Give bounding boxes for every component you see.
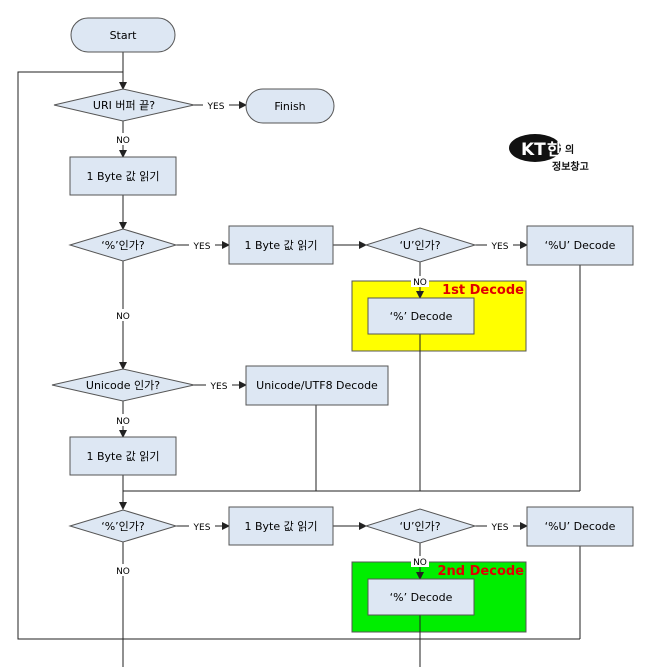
u-decision-1: ‘U’인가?	[364, 227, 477, 263]
no-label: NO	[116, 417, 130, 427]
finish-node: Finish	[245, 88, 335, 124]
percent-decode-box-1: ‘%’ Decode	[367, 297, 475, 335]
read-byte-box-3: 1 Byte 값 읽기	[69, 436, 177, 476]
first-decode-label: 1st Decode	[442, 283, 524, 298]
percent-u-decode-box-2: ‘%U’ Decode	[526, 506, 634, 547]
kt-logo: KT 한 의 정보창고	[509, 134, 589, 173]
yes-label: YES	[491, 523, 509, 533]
kt-logo-ui: 의	[565, 143, 574, 156]
no-label: NO	[413, 278, 427, 288]
kt-logo-han: 한	[547, 140, 562, 159]
unicode-decision: Unicode 인가?	[51, 368, 195, 402]
percent-decision-2: ‘%’인가?	[68, 509, 178, 543]
percent-decision-1: ‘%’인가?	[68, 228, 178, 262]
svg-text:‘%U’ Decode: ‘%U’ Decode	[545, 239, 616, 252]
svg-text:‘%’인가?: ‘%’인가?	[101, 239, 145, 252]
percent-u-decode-box-1: ‘%U’ Decode	[526, 225, 634, 266]
svg-text:Unicode 인가?: Unicode 인가?	[86, 379, 160, 392]
svg-text:1 Byte 값 읽기: 1 Byte 값 읽기	[87, 170, 160, 183]
edge-labels: YES NO YES YES NO NO YES NO YES YES NO N…	[114, 99, 513, 577]
svg-text:Finish: Finish	[274, 100, 305, 113]
svg-text:‘%U’ Decode: ‘%U’ Decode	[545, 520, 616, 533]
svg-text:URI 버퍼 끝?: URI 버퍼 끝?	[93, 99, 155, 112]
no-label: NO	[413, 558, 427, 568]
yes-label: YES	[207, 102, 225, 112]
unicode-utf8-decode-box: Unicode/UTF8 Decode	[245, 365, 389, 406]
kt-logo-badge	[509, 134, 561, 162]
read-byte-box-1: 1 Byte 값 읽기	[69, 156, 177, 196]
svg-text:1 Byte 값 읽기: 1 Byte 값 읽기	[87, 450, 160, 463]
yes-label: YES	[491, 242, 509, 252]
svg-text:‘%’ Decode: ‘%’ Decode	[390, 310, 453, 323]
read-byte-box-2: 1 Byte 값 읽기	[228, 225, 334, 265]
kt-logo-kt: KT	[521, 140, 546, 160]
svg-text:‘U’인가?: ‘U’인가?	[399, 239, 440, 252]
svg-text:Start: Start	[110, 29, 138, 42]
percent-decode-box-2: ‘%’ Decode	[367, 578, 475, 616]
start-node: Start	[70, 17, 176, 53]
no-label: NO	[116, 312, 130, 322]
u-decision-2: ‘U’인가?	[364, 508, 477, 544]
second-decode-label: 2nd Decode	[438, 564, 525, 579]
svg-text:‘%’인가?: ‘%’인가?	[101, 520, 145, 533]
svg-text:1 Byte 값 읽기: 1 Byte 값 읽기	[245, 239, 318, 252]
read-byte-box-4: 1 Byte 값 읽기	[228, 506, 334, 546]
no-label: NO	[116, 567, 130, 577]
uri-buffer-end-decision: URI 버퍼 끝?	[53, 88, 195, 122]
svg-text:1 Byte 값 읽기: 1 Byte 값 읽기	[245, 520, 318, 533]
svg-text:‘U’인가?: ‘U’인가?	[399, 520, 440, 533]
no-label: NO	[116, 136, 130, 146]
svg-text:Unicode/UTF8 Decode: Unicode/UTF8 Decode	[256, 379, 378, 392]
kt-logo-sub: 정보창고	[552, 160, 589, 173]
svg-text:‘%’ Decode: ‘%’ Decode	[390, 591, 453, 604]
yes-label: YES	[193, 242, 211, 252]
yes-label: YES	[193, 523, 211, 533]
yes-label: YES	[210, 382, 228, 392]
